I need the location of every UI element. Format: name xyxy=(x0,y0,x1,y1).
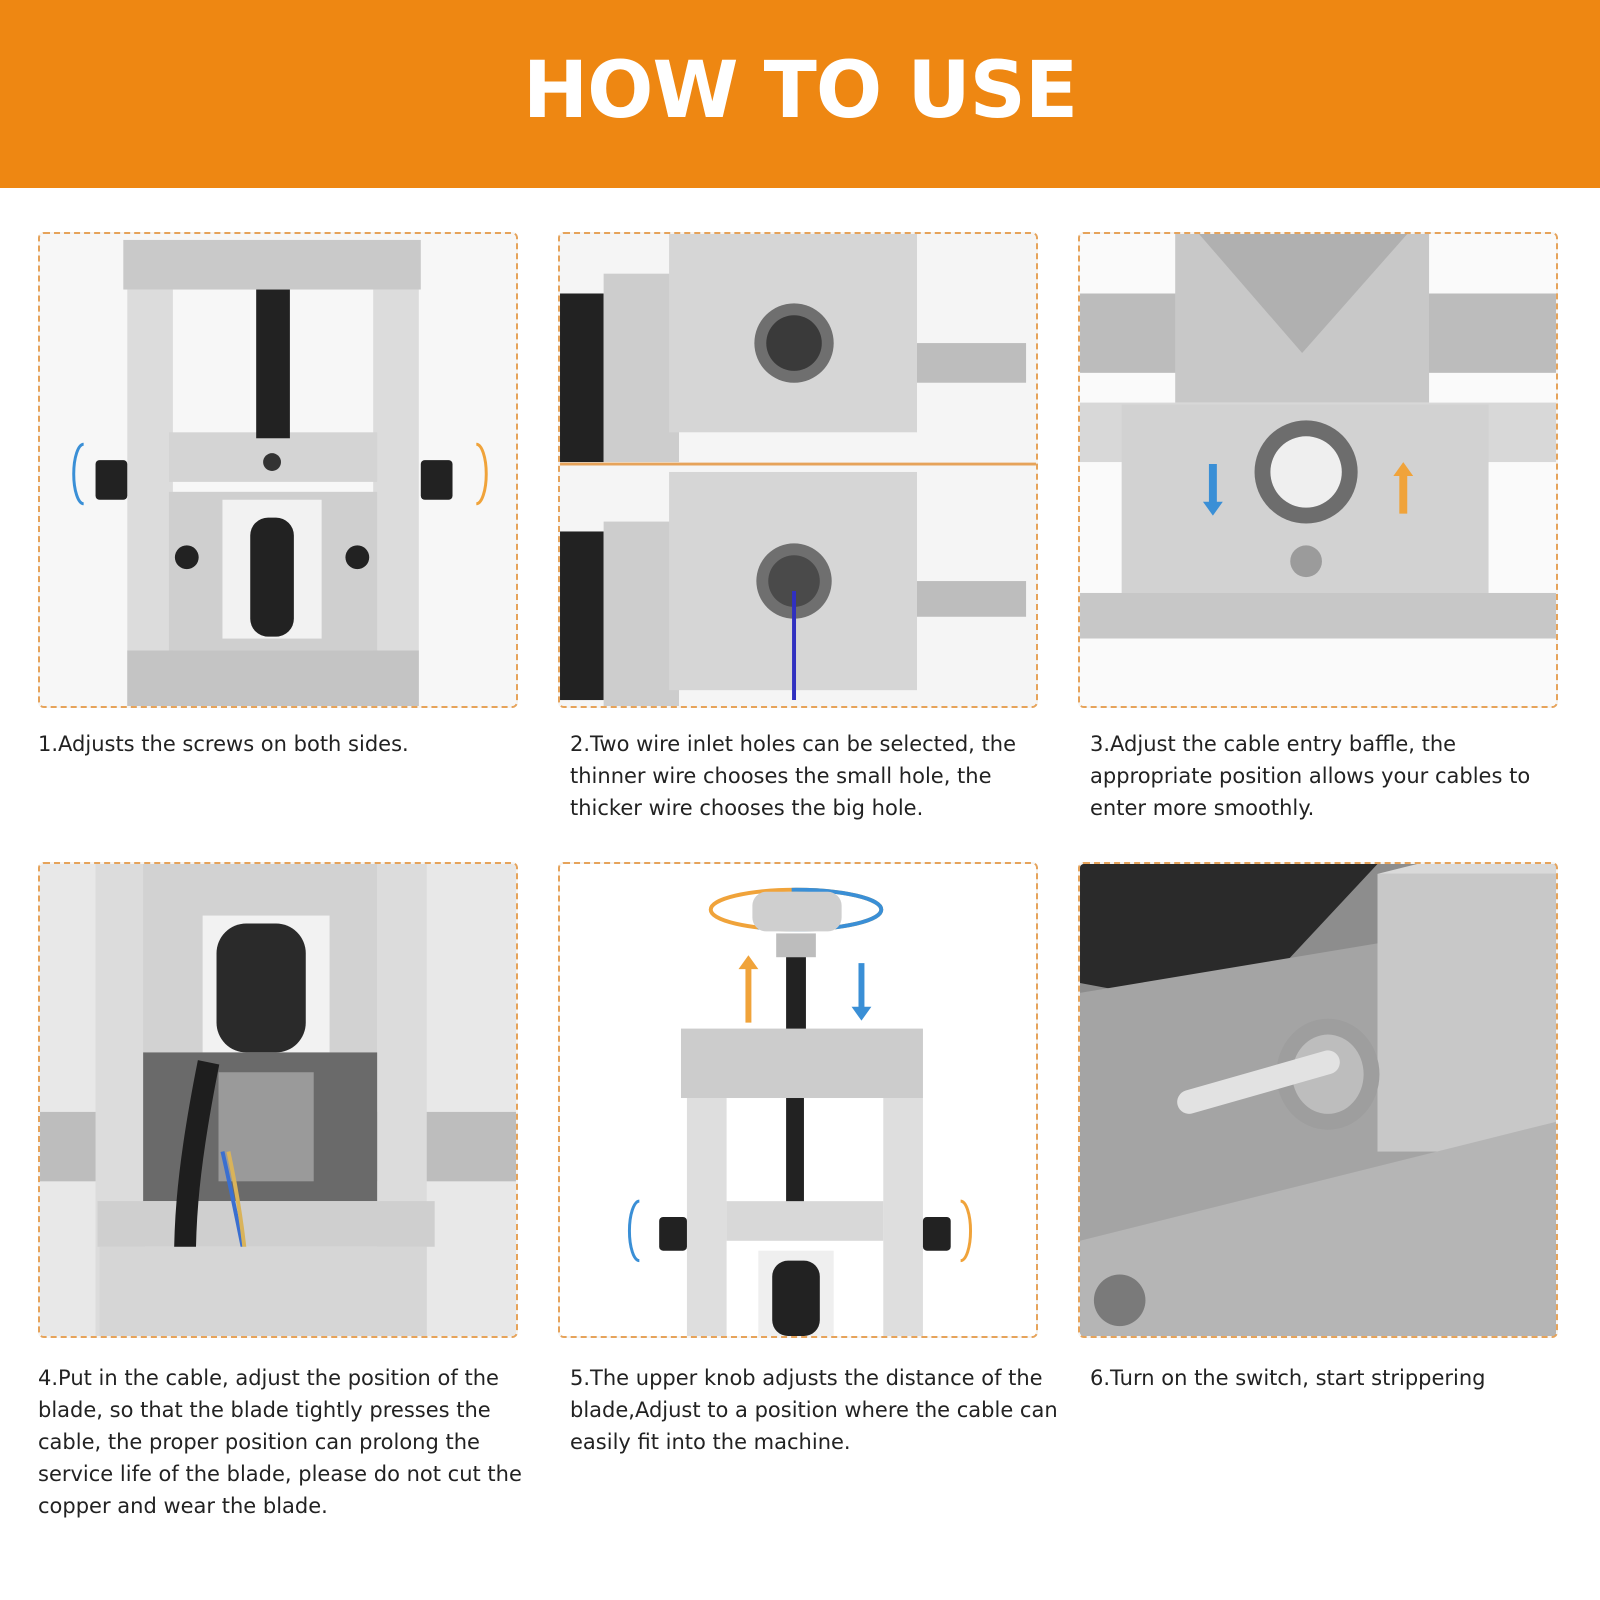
step-4-caption: 4.Put in the cable, adjust the position … xyxy=(38,1366,522,1518)
step-3-caption: 3.Adjust the cable entry baffle, the app… xyxy=(1090,732,1531,820)
step-3-image xyxy=(1078,232,1558,708)
page-title: HOW TO USE xyxy=(522,46,1078,136)
step-1-image xyxy=(38,232,518,708)
step-5-caption: 5.The upper knob adjusts the distance of… xyxy=(570,1366,1058,1454)
step-5-image xyxy=(558,862,1038,1338)
header-banner: HOW TO USE xyxy=(0,0,1600,188)
step-6-image xyxy=(1078,862,1558,1338)
step-1-caption: 1.Adjusts the screws on both sides. xyxy=(38,732,409,756)
step-6-caption: 6.Turn on the switch, start strippering xyxy=(1090,1366,1486,1390)
step-2-caption: 2.Two wire inlet holes can be selected, … xyxy=(570,732,1016,820)
step-4-image xyxy=(38,862,518,1338)
step-2-image xyxy=(558,232,1038,708)
